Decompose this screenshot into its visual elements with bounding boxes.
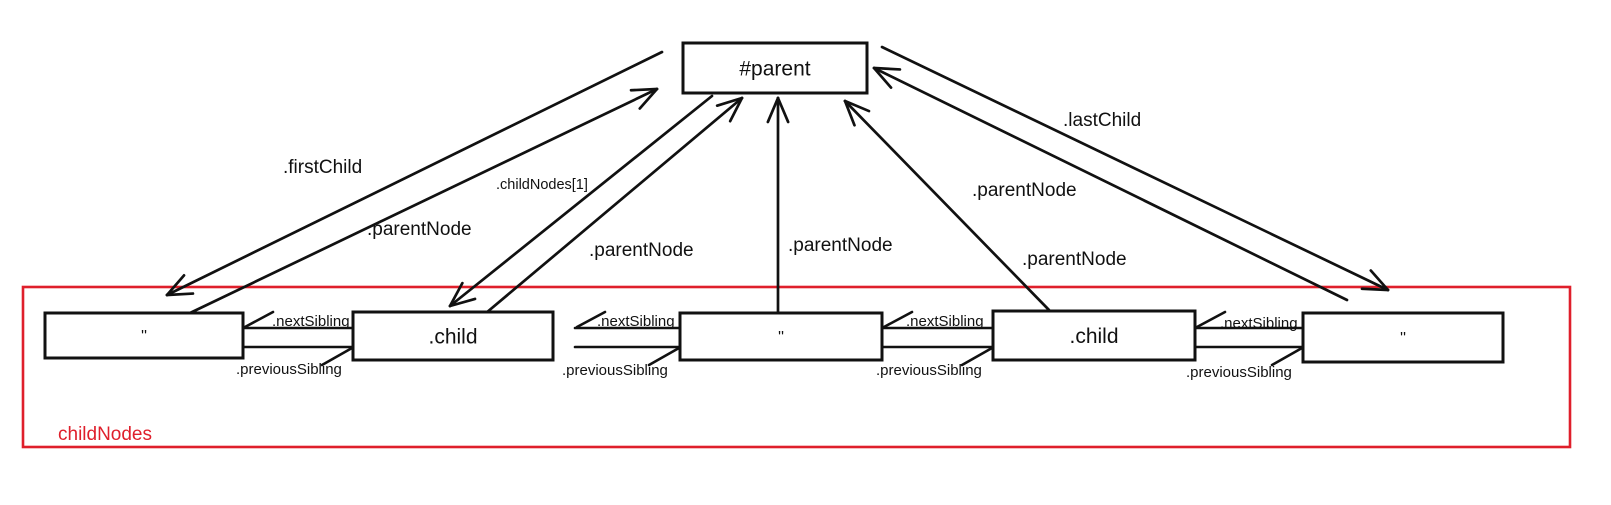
previoussibling-label-1: .previousSibling <box>236 361 342 378</box>
parent-node-box-label: #parent <box>739 57 810 80</box>
parentnode-label-5: .parentNode <box>1022 249 1127 270</box>
previoussibling-arrowhead-4 <box>1270 346 1304 367</box>
lastchild-arrow-head-2 <box>1369 269 1390 292</box>
child-node-2-box-label: .child <box>1069 325 1118 348</box>
parentnode-label-3: .parentNode <box>788 235 893 256</box>
parentnode-arrow-from-text2-head-1 <box>776 96 790 124</box>
parentnode-arrow-from-text3-head-1 <box>872 66 902 71</box>
firstchild-arrow-head-2 <box>165 292 195 297</box>
text-node-3-box <box>1301 311 1505 364</box>
previoussibling-arrowhead-1 <box>320 346 354 367</box>
previoussibling-label-4: .previousSibling <box>1186 364 1292 381</box>
childnodes1-arrow-head-1 <box>448 281 464 308</box>
previoussibling-label-3: .previousSibling <box>876 362 982 379</box>
firstchild-arrow <box>165 50 664 297</box>
parentnode-arrow-from-text1-head-1 <box>638 87 659 110</box>
childnodes1-label: .childNodes[1] <box>496 177 588 193</box>
lastchild-arrow <box>880 45 1390 292</box>
parentnode-arrow-from-text3 <box>872 66 1349 302</box>
parentnode-label-1: .parentNode <box>367 219 472 240</box>
parentnode-arrow-from-child1 <box>484 96 744 315</box>
text-node-2-box <box>678 311 884 362</box>
parentnode-arrow-from-text1-head-2 <box>629 87 659 92</box>
text-node-1-box <box>43 311 245 360</box>
text-node-1-box-label: '' <box>141 328 147 345</box>
parentnode-arrow-from-child2 <box>843 99 1051 312</box>
nextsibling-arrowhead-2 <box>575 310 607 329</box>
parentnode-arrow-from-child2-head-2 <box>843 99 856 127</box>
parentnode-arrow-from-text2-head-2 <box>766 96 780 124</box>
text-node-2-box-label: '' <box>778 329 784 346</box>
lastchild-arrow-head-1 <box>1360 287 1390 292</box>
child-node-2-box <box>991 309 1197 362</box>
child-node-1-box <box>351 310 555 362</box>
firstchild-label: .firstChild <box>283 157 362 178</box>
nextsibling-arrowhead-1 <box>243 310 275 329</box>
nextsibling-arrowhead-3 <box>882 310 914 329</box>
text-node-3-box-label: '' <box>1400 330 1406 347</box>
nextsibling-label-4: .nextSibling <box>1220 315 1298 332</box>
previoussibling-arrowhead-3 <box>960 346 994 367</box>
childnodes-label: childNodes <box>58 424 152 445</box>
parentnode-arrow-from-text1 <box>188 87 659 315</box>
parentnode-arrow-from-child1-head-2 <box>715 96 744 107</box>
nextsibling-label-1: .nextSibling <box>272 313 350 330</box>
parent-node-box <box>681 41 869 95</box>
child-node-1-box-label: .child <box>428 325 477 348</box>
nextsibling-label-2: .nextSibling <box>597 313 675 330</box>
previoussibling-label-2: .previousSibling <box>562 362 668 379</box>
nextsibling-arrowhead-4 <box>1195 310 1227 329</box>
previoussibling-arrowhead-2 <box>647 346 681 367</box>
childnodes1-arrow <box>448 94 714 308</box>
parentnode-label-2: .parentNode <box>589 240 694 261</box>
lastchild-label: .lastChild <box>1063 110 1141 131</box>
parentnode-arrow-from-child2-head-1 <box>843 99 871 113</box>
childnodes-container <box>21 285 1572 449</box>
nextsibling-label-3: .nextSibling <box>906 313 984 330</box>
childnodes1-arrow-head-2 <box>448 297 477 308</box>
parentnode-label-4: .parentNode <box>972 180 1077 201</box>
parentnode-arrow-from-text3-head-2 <box>872 66 893 89</box>
parentnode-arrow-from-child1-head-1 <box>728 96 744 123</box>
firstchild-arrow-head-1 <box>165 274 186 297</box>
